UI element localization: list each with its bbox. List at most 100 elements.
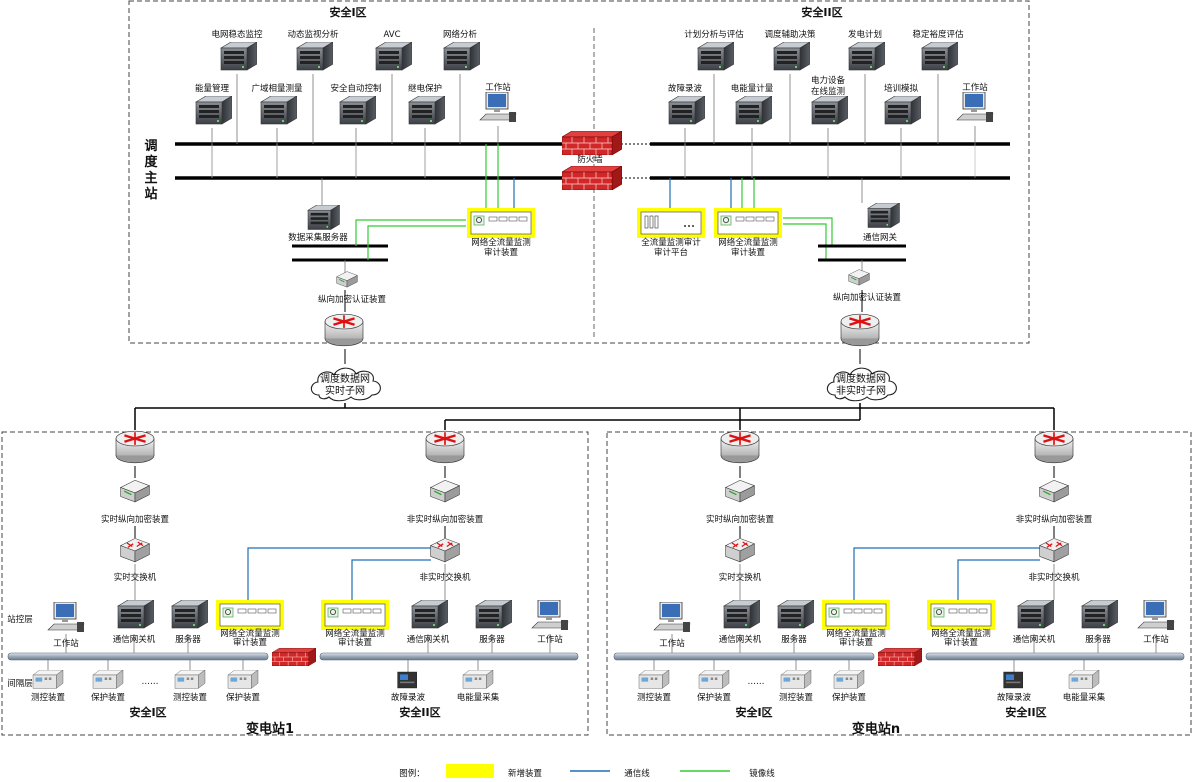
workstation-icon — [1137, 600, 1175, 631]
workstation-label: 工作站 — [962, 82, 988, 93]
gateway-label: 通信网关机 — [113, 634, 156, 645]
dots-label: …… — [748, 677, 765, 687]
server-label: 继电保护 — [408, 83, 442, 94]
workstation-icon — [479, 92, 517, 123]
mirror-line — [355, 219, 466, 246]
nrt-switch-label: 非实时交换机 — [419, 572, 471, 583]
zone2-label: 安全II区 — [399, 705, 440, 719]
cloud-label: 调度数据网 — [320, 372, 370, 385]
layer-label: 站控层 — [7, 614, 33, 625]
main-station-box — [128, 0, 1030, 344]
nonrealtime-switch-icon — [429, 538, 461, 563]
server-label: 电网稳态监控 — [211, 29, 263, 40]
gateway-label: 通信网关机 — [719, 634, 762, 645]
comm-gateway-icon — [1017, 600, 1054, 629]
bay-device-icon — [833, 670, 865, 689]
gateway-label: 通信网关机 — [407, 634, 450, 645]
router-icon — [114, 429, 156, 465]
encryption-label: 纵向加密认证装置 — [318, 294, 387, 305]
server-icon — [408, 96, 445, 125]
comm-gateway-icon — [867, 203, 900, 228]
bay-device-label: 保护装置 — [91, 692, 126, 703]
server-icon — [375, 42, 412, 71]
realtime-switch-icon — [119, 538, 151, 563]
monitor-label: 审计装置 — [233, 637, 268, 648]
bay-device-label: 保护装置 — [697, 692, 732, 703]
bay-device-icon — [227, 670, 259, 689]
server-icon — [339, 96, 376, 125]
monitor-audit-device-icon — [713, 208, 783, 238]
energy-collector-icon — [462, 670, 494, 689]
bay-device-label: 故障录波 — [391, 692, 426, 703]
server-icon — [668, 96, 705, 125]
monitor-label: 网络全流量监测 — [826, 628, 886, 639]
router-icon — [839, 312, 881, 348]
encryption-device-icon — [724, 479, 756, 503]
cloud-label: 实时子网 — [325, 384, 365, 397]
bay-device-label: 测控装置 — [637, 692, 672, 703]
bay-device-label: 测控装置 — [779, 692, 814, 703]
station-bus-left — [613, 652, 875, 661]
comm-gateway-icon — [117, 600, 154, 629]
server-icon — [697, 42, 734, 71]
server-label: 服务器 — [479, 634, 505, 645]
server-label: 发电计划 — [848, 29, 882, 40]
zone1-title: 安全I区 — [329, 5, 366, 19]
router-icon — [323, 312, 365, 348]
zone1-label: 安全I区 — [735, 705, 772, 719]
legend-label: 通信线 — [624, 768, 650, 779]
server-label: 网络分析 — [443, 29, 478, 40]
zone2-label: 安全II区 — [1005, 705, 1046, 719]
server-label: 计划分析与评估 — [684, 29, 744, 40]
comm-gateway-icon — [723, 600, 760, 629]
legend-new-device-swatch — [446, 764, 494, 778]
firewall-icon — [272, 648, 316, 666]
server-icon — [171, 600, 208, 629]
workstation-icon — [47, 602, 85, 633]
side-title-char: 度 — [144, 154, 158, 170]
fault-recorder-icon — [1003, 671, 1024, 689]
data-acquisition-server-icon — [307, 205, 340, 230]
encryption-device-icon — [848, 269, 870, 286]
server-icon — [884, 96, 921, 125]
rt-enc-label: 实时纵向加密装置 — [706, 514, 775, 525]
side-title-char: 站 — [144, 186, 157, 202]
substation1-box — [1, 431, 589, 736]
gateway-label: 通信网关机 — [1013, 634, 1056, 645]
router-icon — [719, 429, 761, 465]
platform-label: 全流量监测审计 — [641, 237, 701, 248]
energy-collector-icon — [1068, 670, 1100, 689]
server-icon — [921, 42, 958, 71]
workstation-icon — [653, 602, 691, 633]
rt-switch-label: 实时交换机 — [114, 572, 157, 583]
monitor-label: 审计装置 — [338, 637, 373, 648]
fault-recorder-icon — [397, 671, 418, 689]
firewall-icon — [562, 131, 622, 155]
server-label: 安全自动控制 — [330, 83, 381, 94]
encryption-device-icon — [429, 479, 461, 503]
rt-enc-label: 实时纵向加密装置 — [101, 514, 170, 525]
server-icon — [777, 600, 814, 629]
comm-line — [351, 559, 431, 600]
server-icon — [443, 42, 480, 71]
comm-gateway-icon — [411, 600, 448, 629]
server-icon — [848, 42, 885, 71]
cloud-label: 非实时子网 — [836, 384, 886, 397]
mirror-line — [367, 225, 466, 260]
bay-device-label: 电能量采集 — [457, 692, 500, 703]
comm-line — [247, 547, 431, 600]
monitor-label: 网络全流量监测 — [471, 237, 531, 248]
workstation-label: 工作站 — [537, 634, 563, 645]
monitor-label: 网络全流量监测 — [325, 628, 385, 639]
side-title-char: 主 — [144, 170, 157, 186]
zone2-title: 安全II区 — [801, 5, 842, 19]
firewall-icon — [878, 648, 922, 666]
layer-label: 间隔层 — [7, 679, 33, 689]
platform-label: 审计平台 — [654, 247, 688, 258]
station-bus-right — [925, 652, 1185, 661]
realtime-switch-icon — [724, 538, 756, 563]
bay-device-icon — [32, 670, 64, 689]
server-label: 服务器 — [175, 634, 201, 645]
station-bus-left — [7, 652, 269, 661]
